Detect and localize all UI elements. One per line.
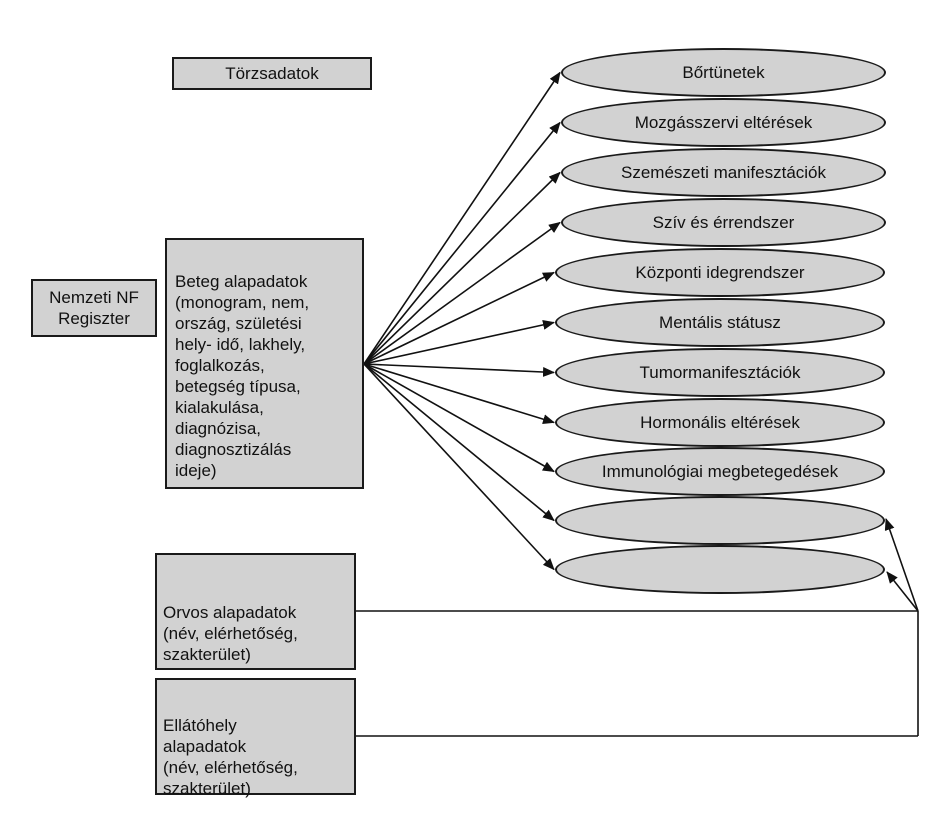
category-label: Immunológiai megbetegedések: [601, 461, 839, 481]
category-hormonalis-elteresek: Hormonális eltérések: [555, 398, 885, 447]
category-tumormanifesztaciok: Tumormanifesztációk: [555, 348, 885, 397]
category-mentalis-statusz: Mentális státusz: [555, 298, 885, 347]
beteg-alapadatok-text: Beteg alapadatok (monogram, nem, ország,…: [175, 272, 310, 480]
nemzeti-nf-regiszter-label: Nemzeti NF Regiszter: [49, 288, 139, 328]
orvos-alapadatok-box: Orvos alapadatok (név, elérhetőség, szak…: [155, 553, 356, 670]
category-label: Tumormanifesztációk: [639, 362, 801, 382]
ellatohely-alapadatok-box: Ellátóhely alapadatok (név, elérhetőség,…: [155, 678, 356, 798]
arrow-to-category-4: [363, 271, 555, 365]
category-szemeszeti-manifesztaciok: Szemészeti manifesztációk: [561, 148, 886, 197]
arrow-to-category-10: [363, 363, 555, 571]
arrow-to-category-3: [363, 221, 561, 365]
category-immunologiai-megbetegedesek: Immunológiai megbetegedések: [555, 447, 885, 496]
nemzeti-nf-regiszter-box: Nemzeti NF Regiszter: [31, 279, 157, 337]
category-label: Mentális státusz: [659, 312, 781, 332]
category-label: Bőrtünetek: [682, 62, 765, 82]
doctor-facility-connector: [356, 518, 919, 737]
patient-to-category-arrows: [363, 71, 561, 571]
arrow-to-category-7: [363, 363, 555, 425]
category-label: Szemészeti manifesztációk: [620, 162, 827, 182]
category-mozgasszervi-elteresek: Mozgásszervi eltérések: [561, 98, 886, 147]
category-label: Központi idegrendszer: [635, 262, 805, 282]
arrow-to-category-0: [363, 71, 561, 365]
category-empty-2: [555, 545, 885, 594]
torzsadatok-label: Törzsadatok: [225, 64, 319, 83]
category-empty-1: [555, 496, 885, 545]
torzsadatok-header-box: Törzsadatok: [172, 57, 372, 90]
arrow-to-category-2: [363, 171, 561, 365]
orvos-alapadatok-text: Orvos alapadatok (név, elérhetőség, szak…: [163, 603, 298, 664]
category-label: Mozgásszervi eltérések: [634, 112, 813, 132]
arrow-to-category-6: [363, 363, 555, 378]
ellatohely-alapadatok-text: Ellátóhely alapadatok (név, elérhetőség,…: [163, 716, 298, 798]
arrow-to-category-1: [363, 121, 561, 365]
arrow-to-category-5: [363, 319, 555, 365]
beteg-alapadatok-box: Beteg alapadatok (monogram, nem, ország,…: [165, 238, 364, 489]
category-kozponti-idegrendszer: Központi idegrendszer: [555, 248, 885, 297]
category-sziv-es-errendszer: Szív és érrendszer: [561, 198, 886, 247]
category-borthunetek: Bőrtünetek: [561, 48, 886, 97]
arrow-to-category-8: [363, 363, 555, 473]
arrow-to-category-9: [363, 363, 555, 522]
category-label: Hormonális eltérések: [640, 412, 800, 432]
category-label: Szív és érrendszer: [652, 212, 795, 232]
